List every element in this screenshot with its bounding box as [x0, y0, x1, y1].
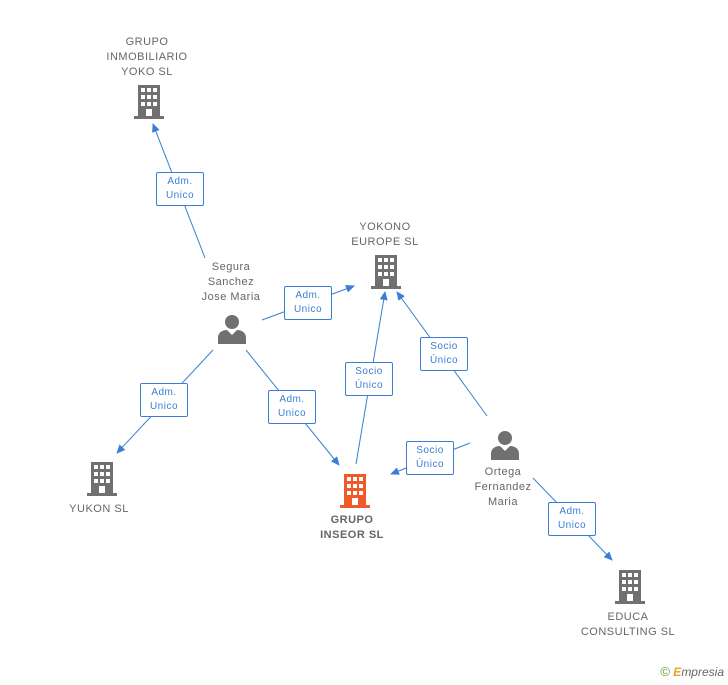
- edge-label-ortega-educa: Adm. Unico: [548, 502, 596, 536]
- edge-label-inseor-yokono: Socio Único: [345, 362, 393, 396]
- edge-label-segura-yukon: Adm. Unico: [140, 383, 188, 417]
- node-label-educa-consulting[interactable]: EDUCA CONSULTING SL: [580, 611, 676, 638]
- person-icon[interactable]: [218, 314, 246, 344]
- copyright-symbol: ©: [660, 664, 670, 679]
- node-label-grupo-inmobiliario[interactable]: GRUPO INMOBILIARIO YOKO SL: [106, 36, 188, 78]
- node-label-ortega-fernandez[interactable]: Ortega Fernandez Maria: [474, 466, 532, 508]
- edge-label-segura-inmobiliario: Adm. Unico: [156, 172, 204, 206]
- node-label-yukon[interactable]: YUKON SL: [69, 503, 129, 515]
- building-icon[interactable]: [615, 570, 645, 604]
- brand-name: mpresia: [681, 665, 724, 679]
- footer-brand: © Empresia: [660, 664, 724, 679]
- edge-label-ortega-inseor: Socio Único: [406, 441, 454, 475]
- node-label-yokono-europe[interactable]: YOKONO EUROPE SL: [351, 221, 419, 248]
- building-icon[interactable]: [371, 255, 401, 289]
- node-label-grupo-inseor[interactable]: GRUPO INSEOR SL: [320, 514, 384, 541]
- edge-label-segura-yokono: Adm. Unico: [284, 286, 332, 320]
- node-label-segura-sanchez[interactable]: Segura Sanchez Jose Maria: [201, 261, 261, 303]
- edge-label-ortega-yokono: Socio Único: [420, 337, 468, 371]
- brand-logo: Empresia: [673, 665, 724, 679]
- person-icon[interactable]: [491, 430, 519, 460]
- brand-initial: E: [673, 665, 682, 679]
- building-icon[interactable]: [87, 462, 117, 496]
- edge-label-segura-inseor: Adm. Unico: [268, 390, 316, 424]
- building-icon[interactable]: [134, 85, 164, 119]
- building-icon-main[interactable]: [340, 474, 370, 508]
